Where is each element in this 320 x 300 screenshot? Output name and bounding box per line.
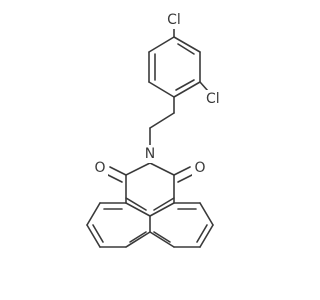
bond-line: [199, 81, 209, 92]
bond-line: [125, 202, 151, 217]
bond-line: [153, 231, 171, 243]
chlorine-top-label: Cl: [167, 12, 181, 28]
oxygen-left-backdrop: [92, 159, 108, 177]
bond-line: [175, 79, 195, 91]
bond-line: [125, 162, 151, 176]
bond-line: [177, 173, 195, 183]
bond-line: [173, 36, 201, 53]
bond-line: [173, 166, 191, 176]
bond-line: [148, 36, 175, 53]
bond-line: [199, 224, 214, 248]
bond-line: [177, 43, 195, 55]
bond-line: [173, 81, 201, 98]
bond-line: [149, 112, 175, 129]
bond-line: [149, 231, 175, 248]
cl-top-backdrop: [165, 11, 185, 29]
bond-line: [109, 166, 127, 176]
bond-line: [129, 231, 147, 243]
oxygen-right-backdrop: [192, 159, 208, 177]
bond-line: [149, 162, 175, 176]
bond-line: [86, 202, 101, 226]
bond-line: [149, 202, 175, 217]
chemical-structure: Cl Cl N O O: [86, 11, 225, 248]
bond-line: [125, 231, 151, 248]
bond-lines: [86, 28, 214, 248]
bond-line: [196, 224, 208, 243]
nitrogen-label: N: [145, 146, 155, 162]
oxygen-right-label: O: [194, 160, 205, 176]
bond-line: [92, 224, 104, 243]
bond-line: [105, 173, 123, 183]
bond-line: [86, 224, 101, 248]
bond-line: [153, 197, 175, 211]
bond-line: [125, 197, 147, 211]
oxygen-left-label: O: [94, 160, 105, 176]
cl-right-backdrop: [205, 90, 225, 108]
bond-line: [199, 202, 214, 226]
bond-line: [148, 81, 175, 98]
nitrogen-backdrop: [142, 145, 158, 163]
chlorine-right-label: Cl: [206, 91, 220, 107]
